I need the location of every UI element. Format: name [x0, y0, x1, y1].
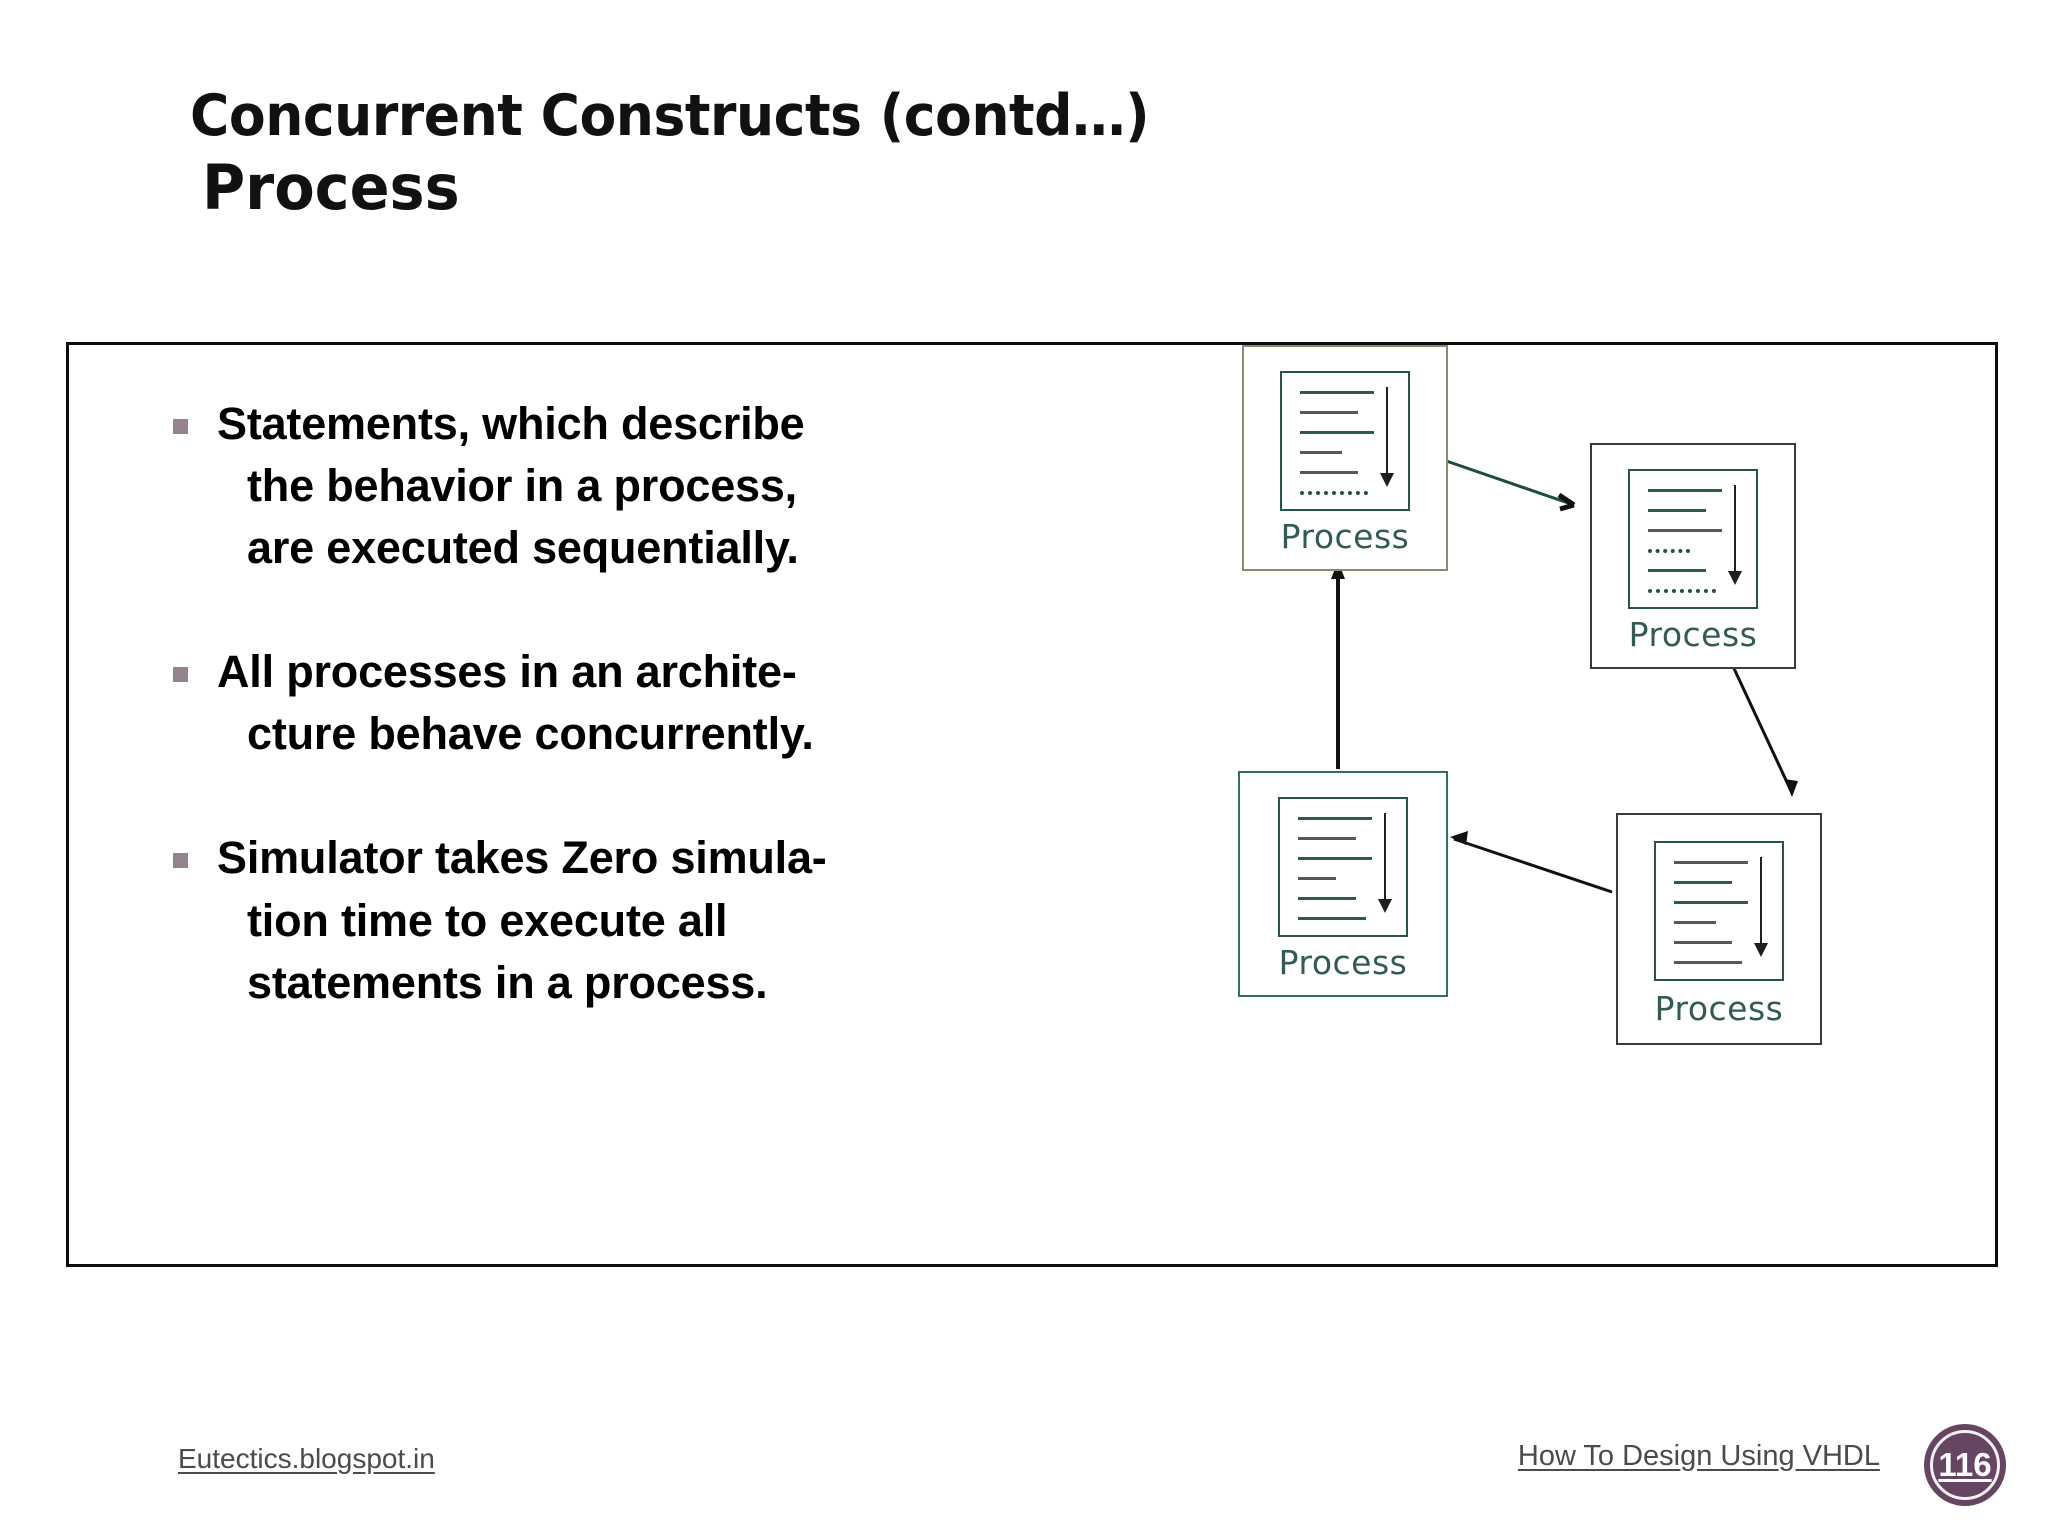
square-bullet-icon [173, 667, 188, 683]
blog-link[interactable]: Eutectics.blogspot.in [178, 1443, 435, 1474]
bullet-text-1: Statements, which describe the behavior … [217, 393, 1073, 579]
process-label: Process [1278, 943, 1408, 982]
process-label: Process [1628, 615, 1758, 654]
page-title: Concurrent Constructs (contd…) Process [190, 88, 1590, 219]
bullet-line: All processes in an archite- [217, 646, 797, 698]
diagram-connectors [1331, 453, 1798, 894]
edge-process1-to-process2 [1428, 453, 1576, 512]
edge-process4-to-process3 [1450, 831, 1613, 894]
bullet-text-2: All processes in an archite- cture behav… [217, 641, 1073, 765]
bullet-text-3: Simulator takes Zero simula- tion time t… [217, 827, 1073, 1013]
process-node-2[interactable]: Process [1590, 443, 1796, 669]
page-number: 116 [1938, 1446, 1992, 1483]
bullet-line: the behavior in a process, [247, 460, 797, 512]
process-node-1[interactable]: Process [1242, 345, 1448, 571]
list-item: Statements, which describe the behavior … [173, 393, 1073, 579]
square-bullet-icon [173, 419, 188, 434]
process-node-4[interactable]: Process [1616, 813, 1822, 1045]
process-document-icon [1654, 841, 1784, 981]
page-number-badge: 116 [1924, 1424, 2006, 1506]
list-item: All processes in an archite- cture behav… [173, 641, 1073, 765]
process-network-diagram: Process Process [1224, 327, 1984, 1267]
bullet-line: are executed sequentially. [247, 522, 799, 574]
process-label: Process [1280, 517, 1410, 556]
bullet-line: Statements, which describe [217, 398, 805, 449]
process-node-3[interactable]: Process [1238, 771, 1448, 997]
bullet-line: statements in a process. [247, 956, 768, 1008]
process-label: Process [1654, 989, 1784, 1028]
title-secondary: Process [202, 151, 460, 224]
edge-process2-to-process4 [1722, 646, 1798, 797]
edge-process3-to-process1 [1331, 561, 1345, 769]
course-title-link[interactable]: How To Design Using VHDL [1517, 1440, 1880, 1472]
process-document-icon [1280, 371, 1410, 511]
process-document-icon [1278, 797, 1408, 937]
bullet-line: Simulator takes Zero simula- [217, 832, 827, 884]
bullet-line: cture behave concurrently. [247, 708, 814, 760]
square-bullet-icon [173, 853, 188, 869]
process-document-icon [1628, 469, 1758, 609]
bullet-line: tion time to execute all [247, 894, 728, 946]
title-primary: Concurrent Constructs (contd…) [190, 83, 1150, 149]
bullet-list: Statements, which describe the behavior … [173, 393, 1073, 1014]
content-frame: Statements, which describe the behavior … [66, 342, 1998, 1267]
list-item: Simulator takes Zero simula- tion time t… [173, 827, 1073, 1013]
